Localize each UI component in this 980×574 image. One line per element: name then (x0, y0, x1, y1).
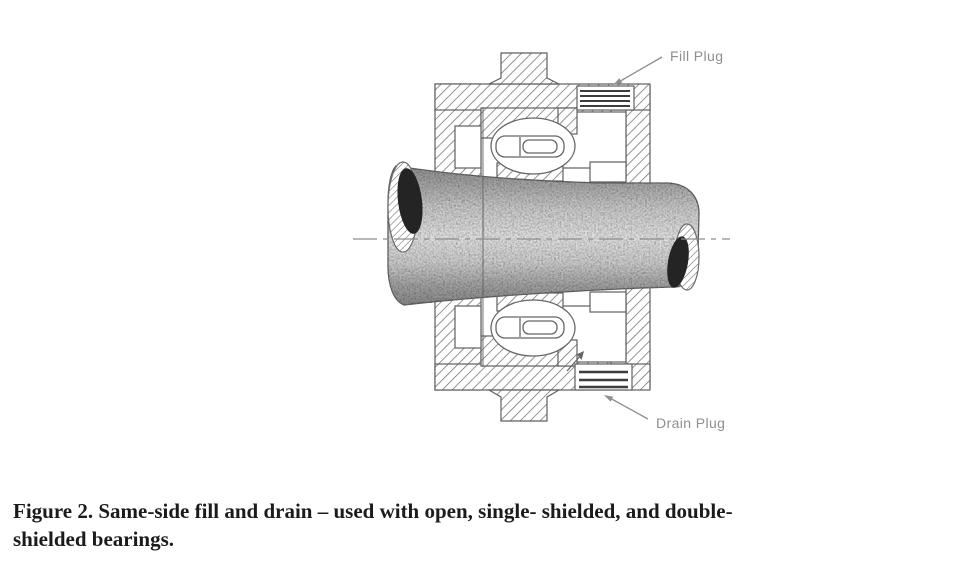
fill-plug-callout: Fill Plug (613, 48, 723, 85)
bottom-bearing-shield-inner (522, 320, 558, 335)
shaft-right-end-face (667, 236, 689, 288)
top-bore-shoulder (454, 125, 482, 169)
fill-plug-threads (580, 90, 630, 107)
top-bearing-shield-inner (522, 139, 558, 154)
caption-line-1: Figure 2. Same-side fill and drain – use… (13, 499, 733, 523)
shaft (387, 161, 700, 306)
housing-top-lug (488, 52, 560, 85)
drain-plug (566, 351, 633, 391)
drain-plug-callout: Drain Plug (604, 395, 725, 431)
top-bearing (490, 117, 576, 175)
drain-flow-arrow (566, 351, 584, 372)
fill-plug (576, 85, 635, 111)
fill-plug-label: Fill Plug (670, 48, 723, 64)
figure-caption: Figure 2. Same-side fill and drain – use… (13, 498, 978, 553)
drain-plug-leader-line (607, 396, 649, 420)
shaft-body (387, 165, 700, 306)
drain-plug-threads (579, 370, 628, 389)
bottom-cavity-step (589, 291, 627, 313)
housing-bottom-lug (486, 389, 562, 422)
drain-plug-label: Drain Plug (656, 415, 725, 431)
figure-diagram: Fill Plug Drain Plug (353, 48, 730, 431)
fill-plug-leader-line (616, 56, 663, 84)
drain-plug-body (574, 363, 633, 391)
top-cavity-step (589, 161, 627, 183)
bottom-bore-shoulder (454, 305, 482, 349)
drain-plug-arrowhead (604, 395, 614, 402)
bottom-bearing (490, 299, 576, 357)
caption-line-2: shielded bearings. (13, 526, 175, 551)
fill-plug-arrowhead (613, 78, 623, 85)
shaft-left-end-face (397, 168, 423, 234)
